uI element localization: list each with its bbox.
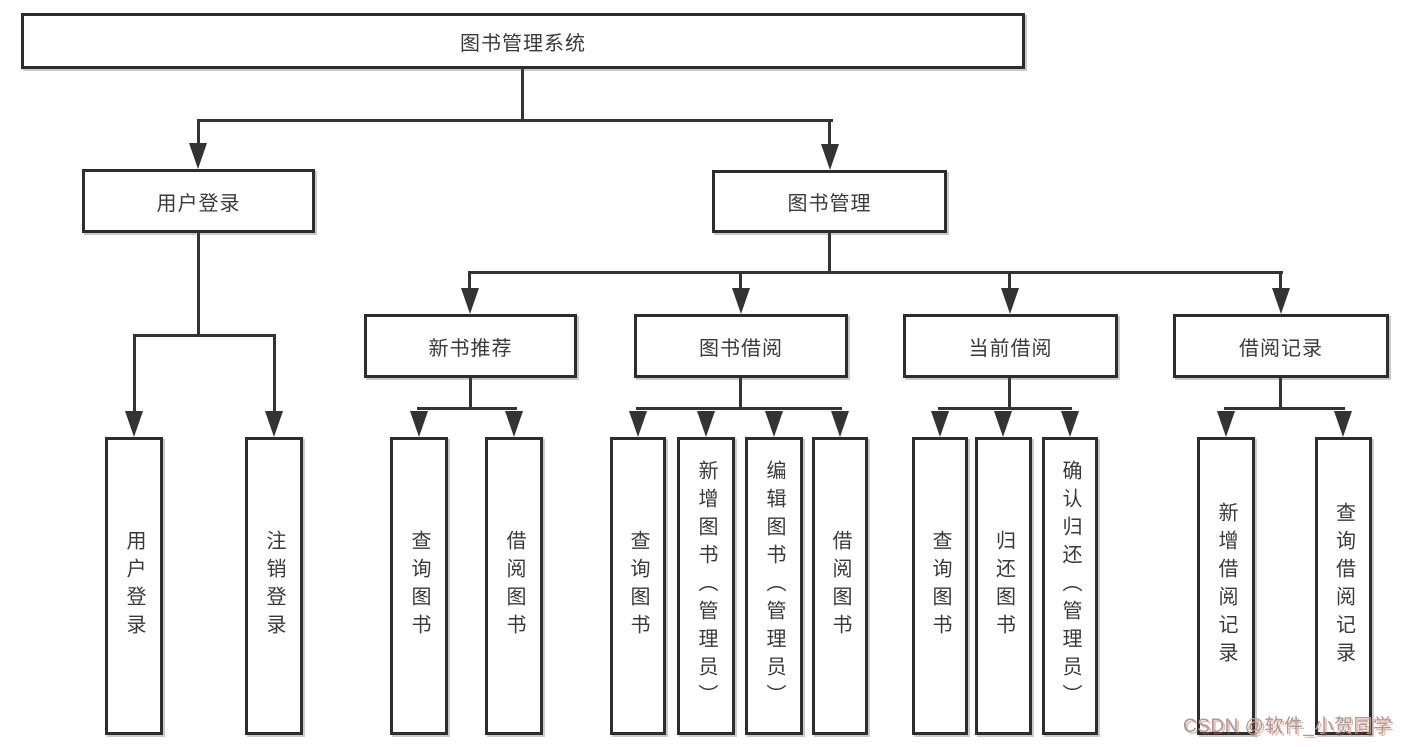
- arrow-down-icon: [1001, 288, 1019, 314]
- arrow-down-icon: [410, 411, 428, 437]
- arrow-down-icon: [1272, 288, 1290, 314]
- arrow-down-icon: [265, 411, 283, 437]
- node-book-borrow: 图书借阅: [634, 314, 848, 378]
- connector-line: [133, 334, 276, 337]
- node-bb-add-books-admin: 新增图书（管理员）: [677, 437, 735, 735]
- arrow-down-icon: [765, 411, 783, 437]
- node-book-management: 图书管理: [712, 170, 947, 233]
- connector-line: [469, 378, 472, 410]
- connector-line: [468, 271, 471, 291]
- connector-line: [197, 119, 200, 151]
- connector-line: [197, 119, 833, 122]
- arrow-down-icon: [931, 411, 949, 437]
- connector-line: [938, 407, 1072, 410]
- connector-line: [828, 119, 831, 151]
- connector-line: [417, 407, 517, 410]
- connector-line: [739, 271, 742, 291]
- arrow-down-icon: [125, 411, 143, 437]
- node-bb-borrow-books: 借阅图书: [812, 437, 868, 735]
- arrow-down-icon: [629, 411, 647, 437]
- node-leaf-user-login: 用户登录: [105, 437, 163, 735]
- connector-line: [197, 233, 200, 337]
- arrow-down-icon: [1061, 411, 1079, 437]
- connector-line: [636, 407, 842, 410]
- node-br-query-record: 查询借阅记录: [1315, 437, 1372, 735]
- connector-line: [1008, 271, 1011, 291]
- arrow-down-icon: [1334, 411, 1352, 437]
- arrow-down-icon: [831, 411, 849, 437]
- node-cb-return-books: 归还图书: [975, 437, 1032, 735]
- connector-line: [739, 378, 742, 410]
- node-cb-query-books: 查询图书: [912, 437, 968, 735]
- node-user-login: 用户登录: [82, 169, 315, 233]
- arrow-down-icon: [461, 288, 479, 314]
- node-bb-edit-books-admin: 编辑图书（管理员）: [745, 437, 803, 735]
- arrow-down-icon: [821, 144, 839, 170]
- connector-line: [133, 334, 136, 415]
- node-cb-confirm-return-admin: 确认归还（管理员）: [1042, 437, 1098, 735]
- node-borrow-records: 借阅记录: [1173, 314, 1389, 378]
- node-nbr-query-books: 查询图书: [390, 437, 448, 735]
- node-current-borrow: 当前借阅: [903, 314, 1118, 378]
- connector-line: [1008, 378, 1011, 410]
- node-root: 图书管理系统: [21, 13, 1025, 69]
- node-br-add-record: 新增借阅记录: [1197, 437, 1255, 735]
- connector-line: [468, 271, 1283, 274]
- node-new-book-recommend: 新书推荐: [364, 314, 577, 378]
- arrow-down-icon: [505, 411, 523, 437]
- connector-line: [1279, 378, 1282, 410]
- arrow-down-icon: [1217, 411, 1235, 437]
- connector-line: [1224, 407, 1345, 410]
- arrow-down-icon: [994, 411, 1012, 437]
- arrow-down-icon: [697, 411, 715, 437]
- connector-line: [521, 69, 524, 122]
- arrow-down-icon: [189, 143, 207, 169]
- connector-line: [828, 233, 831, 274]
- arrow-down-icon: [732, 288, 750, 314]
- node-nbr-borrow-books: 借阅图书: [485, 437, 543, 735]
- connector-line: [273, 334, 276, 415]
- node-leaf-logout: 注销登录: [245, 437, 303, 735]
- watermark: CSDN @软件_小贺同学: [1183, 716, 1393, 737]
- connector-line: [1279, 271, 1282, 291]
- node-bb-query-books: 查询图书: [610, 437, 666, 735]
